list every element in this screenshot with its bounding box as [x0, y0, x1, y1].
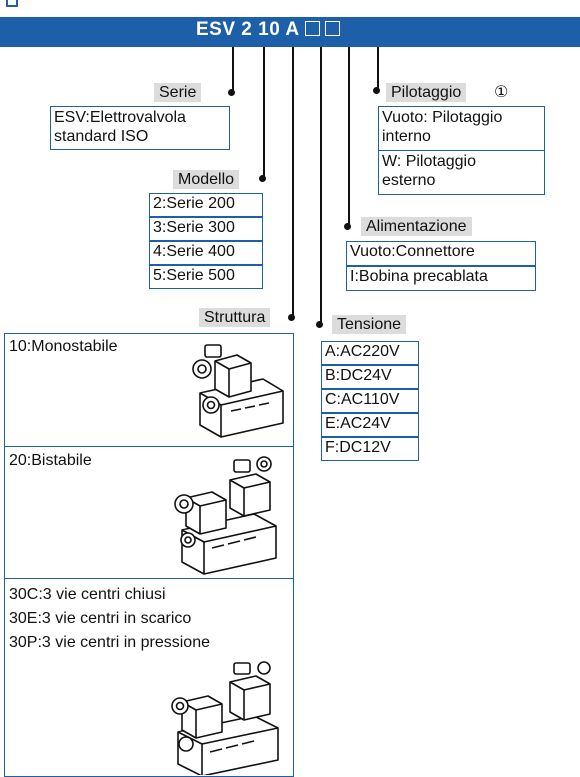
alimentazione-option: Vuoto:Connettore — [346, 241, 536, 266]
leader-line-alimentazione — [348, 47, 350, 227]
pilotaggio-option: Vuoto: Pilotaggio interno — [378, 106, 545, 151]
corner-mark-icon — [6, 0, 18, 7]
leader-line-modello — [263, 47, 265, 177]
leader-line-serie — [232, 47, 234, 92]
pilotaggio-option: W: Pilotaggio esterno — [378, 150, 545, 195]
tensione-dot — [316, 321, 323, 328]
struttura-dot — [288, 314, 295, 321]
tensione-label: Tensione — [332, 315, 407, 334]
modello-dot — [259, 175, 266, 182]
leader-line-struttura — [292, 47, 294, 317]
tensione-option: A:AC220V — [321, 341, 419, 365]
struttura-option-text: 30C:3 vie centri chiusi — [9, 586, 166, 603]
struttura-option-text: 20:Bistabile — [9, 452, 92, 469]
order-code: ESV 2 10 A — [196, 19, 340, 41]
alimentazione-option: I:Bobina precablata — [346, 266, 536, 291]
leader-line-pilotaggio — [377, 47, 379, 89]
code-placeholder-box-1 — [304, 21, 320, 36]
serie-line: standard ISO — [54, 128, 149, 145]
tensione-option: E:AC24V — [321, 413, 419, 437]
struttura-divider — [4, 446, 294, 447]
struttura-label: Struttura — [199, 308, 271, 327]
monostable-valve-icon — [192, 344, 284, 438]
alimentazione-label: Alimentazione — [361, 217, 472, 236]
tensione-option: C:AC110V — [321, 389, 419, 413]
struttura-option-text: 10:Monostabile — [9, 338, 118, 355]
serie-box: ESV:Elettrovalvola standard ISO — [50, 106, 230, 150]
modello-option: 2:Serie 200 — [149, 193, 263, 217]
modello-option: 3:Serie 300 — [149, 217, 263, 241]
code-placeholder-box-2 — [324, 21, 340, 36]
modello-option: 5:Serie 500 — [149, 265, 263, 289]
bistable-valve-icon — [174, 456, 277, 575]
pilotaggio-dot — [373, 87, 380, 94]
serie-label: Serie — [154, 83, 202, 102]
tensione-option: F:DC12V — [321, 437, 419, 461]
pilotaggio-option-line: Vuoto: Pilotaggio — [382, 109, 503, 126]
struttura-divider — [4, 578, 294, 579]
modello-option: 4:Serie 400 — [149, 241, 263, 265]
serie-dot — [228, 89, 235, 96]
leader-line-tensione — [320, 47, 322, 325]
serie-line: ESV:Elettrovalvola — [54, 109, 186, 126]
code-banner — [0, 17, 580, 47]
struttura-option-text: 30P:3 vie centri in pressione — [9, 634, 210, 651]
tensione-option: B:DC24V — [321, 365, 419, 389]
struttura-option-text: 30E:3 vie centri in scarico — [9, 610, 192, 627]
modello-label: Modello — [173, 170, 240, 189]
alimentazione-dot — [344, 223, 351, 230]
three-position-valve-icon — [171, 661, 279, 775]
note-marker: ① — [494, 84, 509, 101]
pilotaggio-option-line: W: Pilotaggio — [382, 153, 476, 170]
order-code-text: ESV 2 10 A — [196, 19, 300, 40]
pilotaggio-option-line: interno — [382, 128, 431, 145]
pilotaggio-label: Pilotaggio — [386, 83, 467, 102]
pilotaggio-option-line: esterno — [382, 172, 436, 189]
